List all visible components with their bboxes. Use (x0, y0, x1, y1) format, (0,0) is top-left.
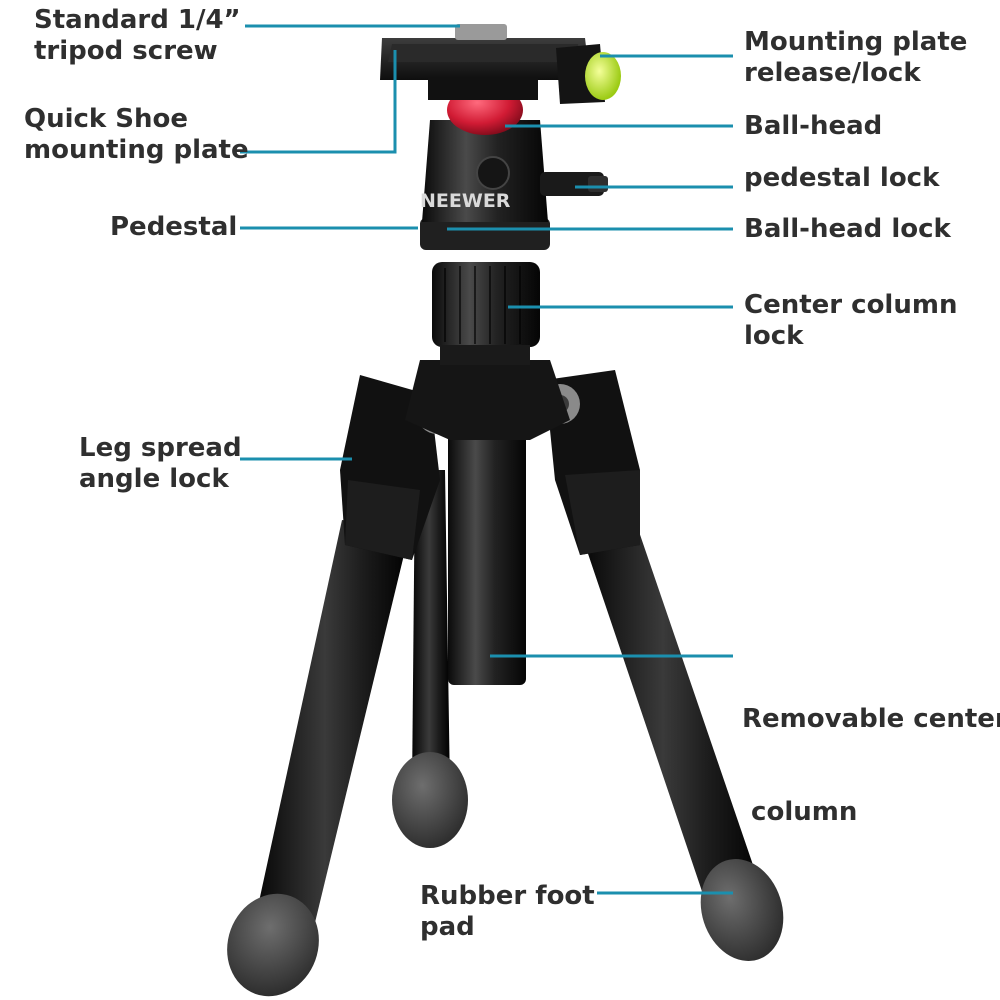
label-center-column-lock: Center column lock (744, 290, 957, 352)
leader-lines (240, 24, 733, 895)
label-removable-column: Removable center column (742, 642, 1000, 890)
label-ball-head-lock-line-1: Ball-head lock (744, 214, 951, 244)
label-standard-screw-line-2: tripod screw (34, 36, 218, 66)
back-leg (392, 470, 468, 848)
label-leg-spread: Leg spread angle lock (79, 433, 242, 495)
label-ball-head: Ball-head (744, 111, 882, 142)
right-rubber-foot-icon (700, 859, 784, 961)
label-quick-shoe: Quick Shoe mounting plate (24, 104, 249, 166)
label-plate-release: Mounting plate release/lock (744, 27, 967, 89)
label-rubber-foot: Rubber foot pad (420, 881, 595, 943)
label-rubber-foot-line-2: pad (420, 912, 475, 942)
label-center-column-lock-line-2: lock (744, 321, 804, 351)
label-removable-column-line-2: column (742, 797, 858, 827)
label-plate-release-line-1: Mounting plate (744, 27, 968, 57)
label-pedestal-lock-line-1: pedestal lock (744, 163, 940, 193)
ball-head-lock-knob-icon (476, 156, 510, 190)
label-rubber-foot-line-1: Rubber foot (420, 881, 595, 911)
label-ball-head-lock: Ball-head lock (744, 214, 951, 245)
label-leg-spread-line-2: angle lock (79, 464, 229, 494)
center-column-lock-collar (432, 262, 540, 347)
label-pedestal: Pedestal (110, 212, 237, 243)
back-rubber-foot-icon (392, 752, 468, 848)
bubble-level-icon (585, 52, 621, 100)
pedestal-base (420, 218, 550, 250)
label-center-column-lock-line-1: Center column (744, 290, 958, 320)
pedestal-lock-knob-icon (540, 172, 604, 196)
brand-mark: NEEWER (420, 190, 511, 212)
label-standard-screw-line-1: Standard 1/4” (34, 5, 241, 35)
tripod-screw-icon (455, 24, 507, 40)
label-plate-release-line-2: release/lock (744, 58, 921, 88)
label-standard-screw: Standard 1/4” tripod screw (34, 5, 241, 67)
label-pedestal-lock: pedestal lock (744, 163, 939, 194)
label-quick-shoe-line-1: Quick Shoe (24, 104, 189, 134)
label-removable-column-line-1: Removable center (742, 704, 1000, 734)
label-leg-spread-line-1: Leg spread (79, 433, 242, 463)
left-rubber-foot-icon (227, 893, 319, 997)
right-leg (540, 370, 784, 961)
leg-hub (405, 360, 570, 440)
label-pedestal-line-1: Pedestal (110, 212, 238, 242)
label-ball-head-line-1: Ball-head (744, 111, 883, 141)
leader-quick-shoe (240, 50, 397, 154)
center-column-tube (448, 410, 526, 685)
label-quick-shoe-line-2: mounting plate (24, 135, 249, 165)
